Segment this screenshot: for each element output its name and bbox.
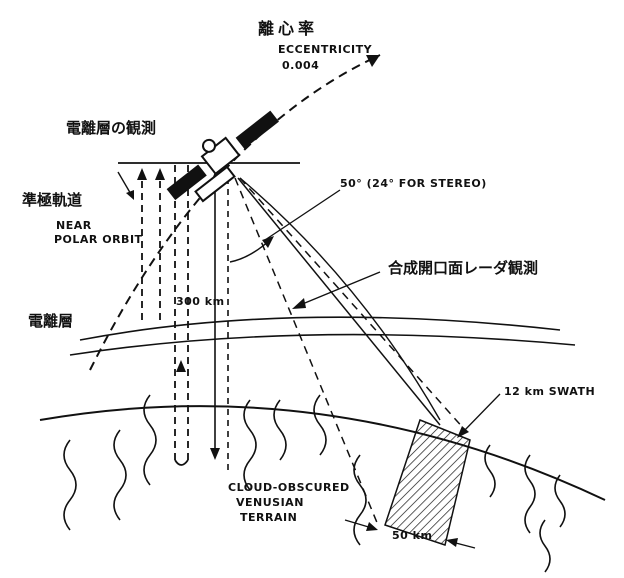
radar-beam-line [234, 177, 379, 526]
venus-surface-curve [39, 405, 606, 501]
sar-pointer-line [299, 271, 381, 306]
radar-beam-curve [239, 177, 441, 421]
near-polar-orbit-label-2: POLAR ORBIT [54, 233, 143, 246]
arrowhead [292, 298, 306, 309]
eccentricity-label: ECCENTRICITY [278, 43, 373, 56]
satellite-icon [166, 110, 279, 201]
look-angle-arc [229, 239, 271, 263]
terrain-label-3: TERRAIN [240, 511, 298, 524]
ionosphere-layer-line [69, 333, 576, 356]
arrowhead [210, 448, 220, 460]
look-angle-label: 50° (24° FOR STEREO) [340, 177, 487, 190]
eccentricity-label-jp: 離心率 [258, 19, 319, 38]
swath-width-label: 12 km SWATH [504, 385, 596, 398]
terrain-label-2: VENUSIAN [236, 496, 304, 509]
arrowhead [262, 236, 274, 248]
arrowhead [176, 360, 186, 372]
sar-observation-label-jp: 合成開口面レーダ観測 [388, 259, 539, 277]
radar-swath [384, 419, 471, 546]
ionosphere-layer-line [79, 316, 561, 341]
ionosphere-observation-label-jp: 電離層の観測 [66, 119, 157, 137]
orbit-arrowhead [366, 55, 380, 67]
arrowhead [457, 426, 469, 438]
arrowhead [155, 168, 165, 180]
near-polar-orbit-label-jp: 準極軌道 [22, 191, 83, 209]
sounding-loop-bottom [174, 459, 189, 466]
arrowhead [126, 190, 134, 200]
arrowhead [446, 538, 458, 547]
near-polar-orbit-label-1: NEAR [56, 219, 92, 232]
radar-beam-line [237, 177, 441, 426]
radar-antenna [194, 165, 236, 203]
swath-leader [461, 393, 501, 434]
range-width-label: 50 km [392, 529, 433, 542]
look-angle-leader [264, 189, 341, 241]
terrain-label-1: CLOUD-OBSCURED [228, 481, 350, 494]
eccentricity-value: 0.004 [282, 59, 320, 72]
cloud-wave-lines [63, 394, 566, 573]
orbit-path [89, 54, 381, 371]
altitude-label: 300 km [176, 295, 225, 308]
arrowhead [366, 522, 378, 531]
ionosphere-label-jp: 電離層 [28, 312, 74, 330]
arrowhead [137, 168, 147, 180]
radar-beam-line [239, 177, 466, 431]
